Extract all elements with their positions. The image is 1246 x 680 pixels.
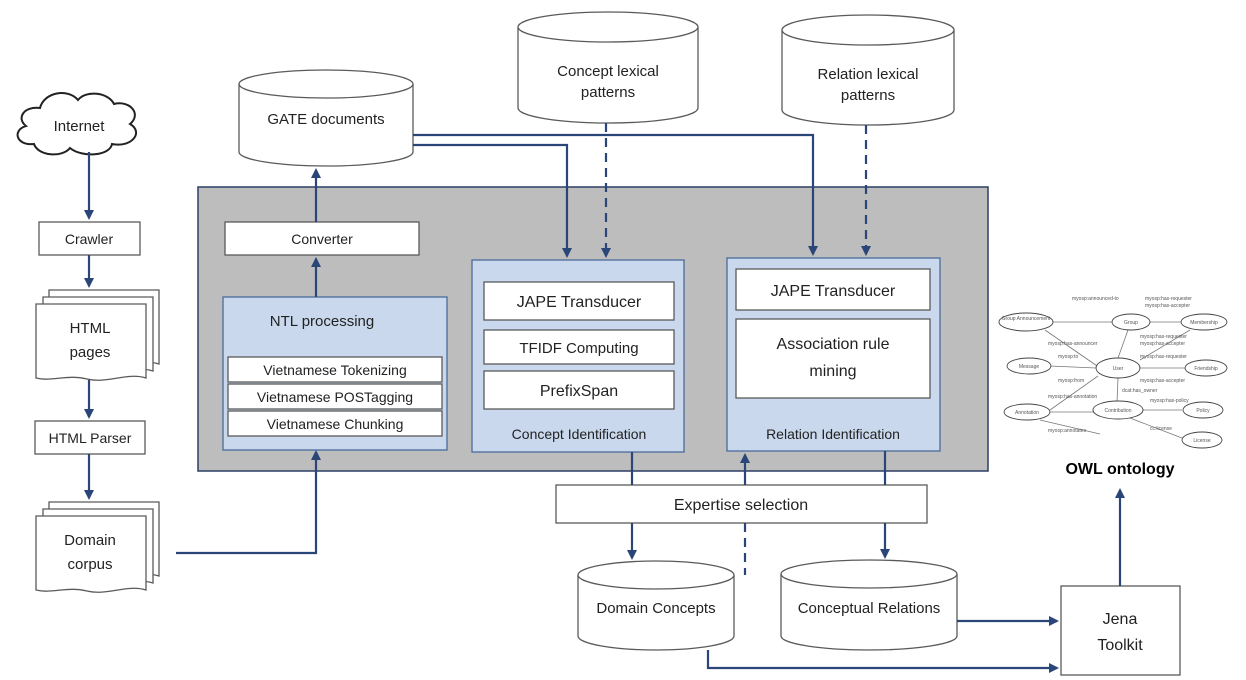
owl-edge-label-9: myosp:has-requester	[1140, 354, 1187, 360]
owl-ontology-label: OWL ontology	[1065, 461, 1174, 478]
html-pages-label-line2: pages	[70, 344, 111, 361]
concept-lexical-label-line2: patterns	[581, 84, 635, 101]
conceptual-relations-cylinder: Conceptual Relations	[780, 559, 958, 651]
jena-toolkit-box: Jena Toolkit	[1060, 585, 1181, 676]
converter-box: Converter	[224, 221, 420, 256]
ntl-processing-title: NTL processing	[270, 313, 375, 330]
owl-node-contribution: Contribution	[1105, 408, 1132, 414]
owl-edge-label-14: myosp:annotates	[1048, 428, 1087, 434]
html-pages-docs: HTML pages	[35, 289, 160, 381]
owl-edge-label-4: myosp:has-announcer	[1048, 341, 1098, 347]
owl-node-user: User	[1113, 366, 1124, 372]
arrow-corpus-ntl	[176, 450, 321, 555]
owl-edge-label-12: dcat:has_owner	[1122, 388, 1158, 394]
arrow-gate-concept	[413, 143, 572, 258]
owl-node-group: Group	[1124, 320, 1138, 326]
converter-label: Converter	[291, 231, 353, 247]
vn-postagging-label: Vietnamese POSTagging	[257, 389, 413, 405]
concept-lexical-patterns-cylinder: Concept lexical patterns	[517, 11, 699, 124]
vn-tokenizing-label: Vietnamese Tokenizing	[263, 362, 406, 378]
tfidf-computing-label: TFIDF Computing	[519, 340, 638, 357]
ntl-processing-pane: NTL processing Vietnamese Tokenizing Vie…	[222, 296, 448, 451]
owl-ontology-graph: Group Announcement Group Membership Mess…	[998, 296, 1228, 449]
internet-label: Internet	[54, 118, 106, 135]
owl-edge-label-3: myosp:has-accepter	[1145, 303, 1190, 309]
owl-node-policy: Policy	[1196, 408, 1210, 414]
owl-edge-label-7: myosp:to	[1058, 354, 1079, 360]
domain-concepts-label: Domain Concepts	[596, 600, 715, 617]
arrow-gate-relation	[413, 133, 818, 256]
owl-edge-label-5: myosp:has-requester	[1140, 334, 1187, 340]
html-pages-label-line1: HTML	[70, 320, 111, 337]
domain-corpus-label-line2: corpus	[67, 556, 112, 573]
owl-edge-label-10: myosp:has-accepter	[1140, 378, 1185, 384]
expertise-selection-label: Expertise selection	[674, 497, 808, 514]
owl-node-license: License	[1193, 438, 1210, 444]
owl-edge-label-15: cc:license	[1150, 426, 1172, 432]
owl-edge-label-13: myosp:has-policy	[1150, 398, 1189, 404]
relation-identification-title: Relation Identification	[766, 426, 900, 442]
relation-lexical-patterns-cylinder: Relation lexical patterns	[781, 14, 955, 126]
relation-lexical-label-line1: Relation lexical	[818, 66, 919, 83]
gate-documents-label: GATE documents	[267, 111, 384, 128]
arrow-domain-concepts-jena	[706, 650, 1059, 673]
internet-cloud: Internet	[16, 92, 137, 156]
owl-edge-label-8: myosp:from	[1058, 378, 1084, 384]
relation-lexical-label-line2: patterns	[841, 87, 895, 104]
prefixspan-label: PrefixSpan	[540, 383, 618, 400]
vn-chunking-label: Vietnamese Chunking	[267, 416, 404, 432]
domain-corpus-label-line1: Domain	[64, 532, 116, 549]
owl-node-friendship: Friendship	[1194, 366, 1218, 372]
concept-lexical-label-line1: Concept lexical	[557, 63, 659, 80]
jape-transducer-concept-label: JAPE Transducer	[517, 294, 642, 311]
html-parser-box: HTML Parser	[34, 420, 146, 455]
jena-toolkit-label-line1: Jena	[1103, 611, 1138, 628]
association-rule-label-line2: mining	[809, 363, 856, 380]
owl-edge-label-6: myosp:has-accepter	[1140, 341, 1185, 347]
owl-node-group-announcement-1: Group Announcement	[1002, 316, 1051, 322]
concept-identification-title: Concept Identification	[512, 426, 647, 442]
crawler-label: Crawler	[65, 231, 114, 247]
association-rule-label-line1: Association rule	[777, 336, 890, 353]
concept-identification-pane: JAPE Transducer TFIDF Computing PrefixSp…	[471, 259, 685, 453]
expertise-selection-box: Expertise selection	[555, 484, 928, 524]
jena-toolkit-label-line2: Toolkit	[1097, 637, 1143, 654]
owl-node-annotation: Annotation	[1015, 410, 1039, 416]
owl-node-message: Message	[1019, 364, 1040, 370]
owl-edge-label-11: myosp:has-annotation	[1048, 394, 1097, 400]
html-parser-label: HTML Parser	[49, 430, 132, 446]
owl-edge-label-1: myosp:announced-to	[1072, 296, 1119, 302]
gate-documents-cylinder: GATE documents	[238, 69, 414, 167]
owl-node-membership: Membership	[1190, 320, 1218, 326]
domain-corpus-docs: Domain corpus	[35, 501, 160, 593]
domain-concepts-cylinder: Domain Concepts	[577, 560, 735, 651]
conceptual-relations-label: Conceptual Relations	[798, 600, 941, 617]
jape-transducer-relation-label: JAPE Transducer	[771, 283, 896, 300]
relation-identification-pane: JAPE Transducer Association rule mining …	[726, 257, 941, 452]
crawler-box: Crawler	[38, 221, 141, 256]
owl-edge-label-2: myosp:has-requester	[1145, 296, 1192, 302]
